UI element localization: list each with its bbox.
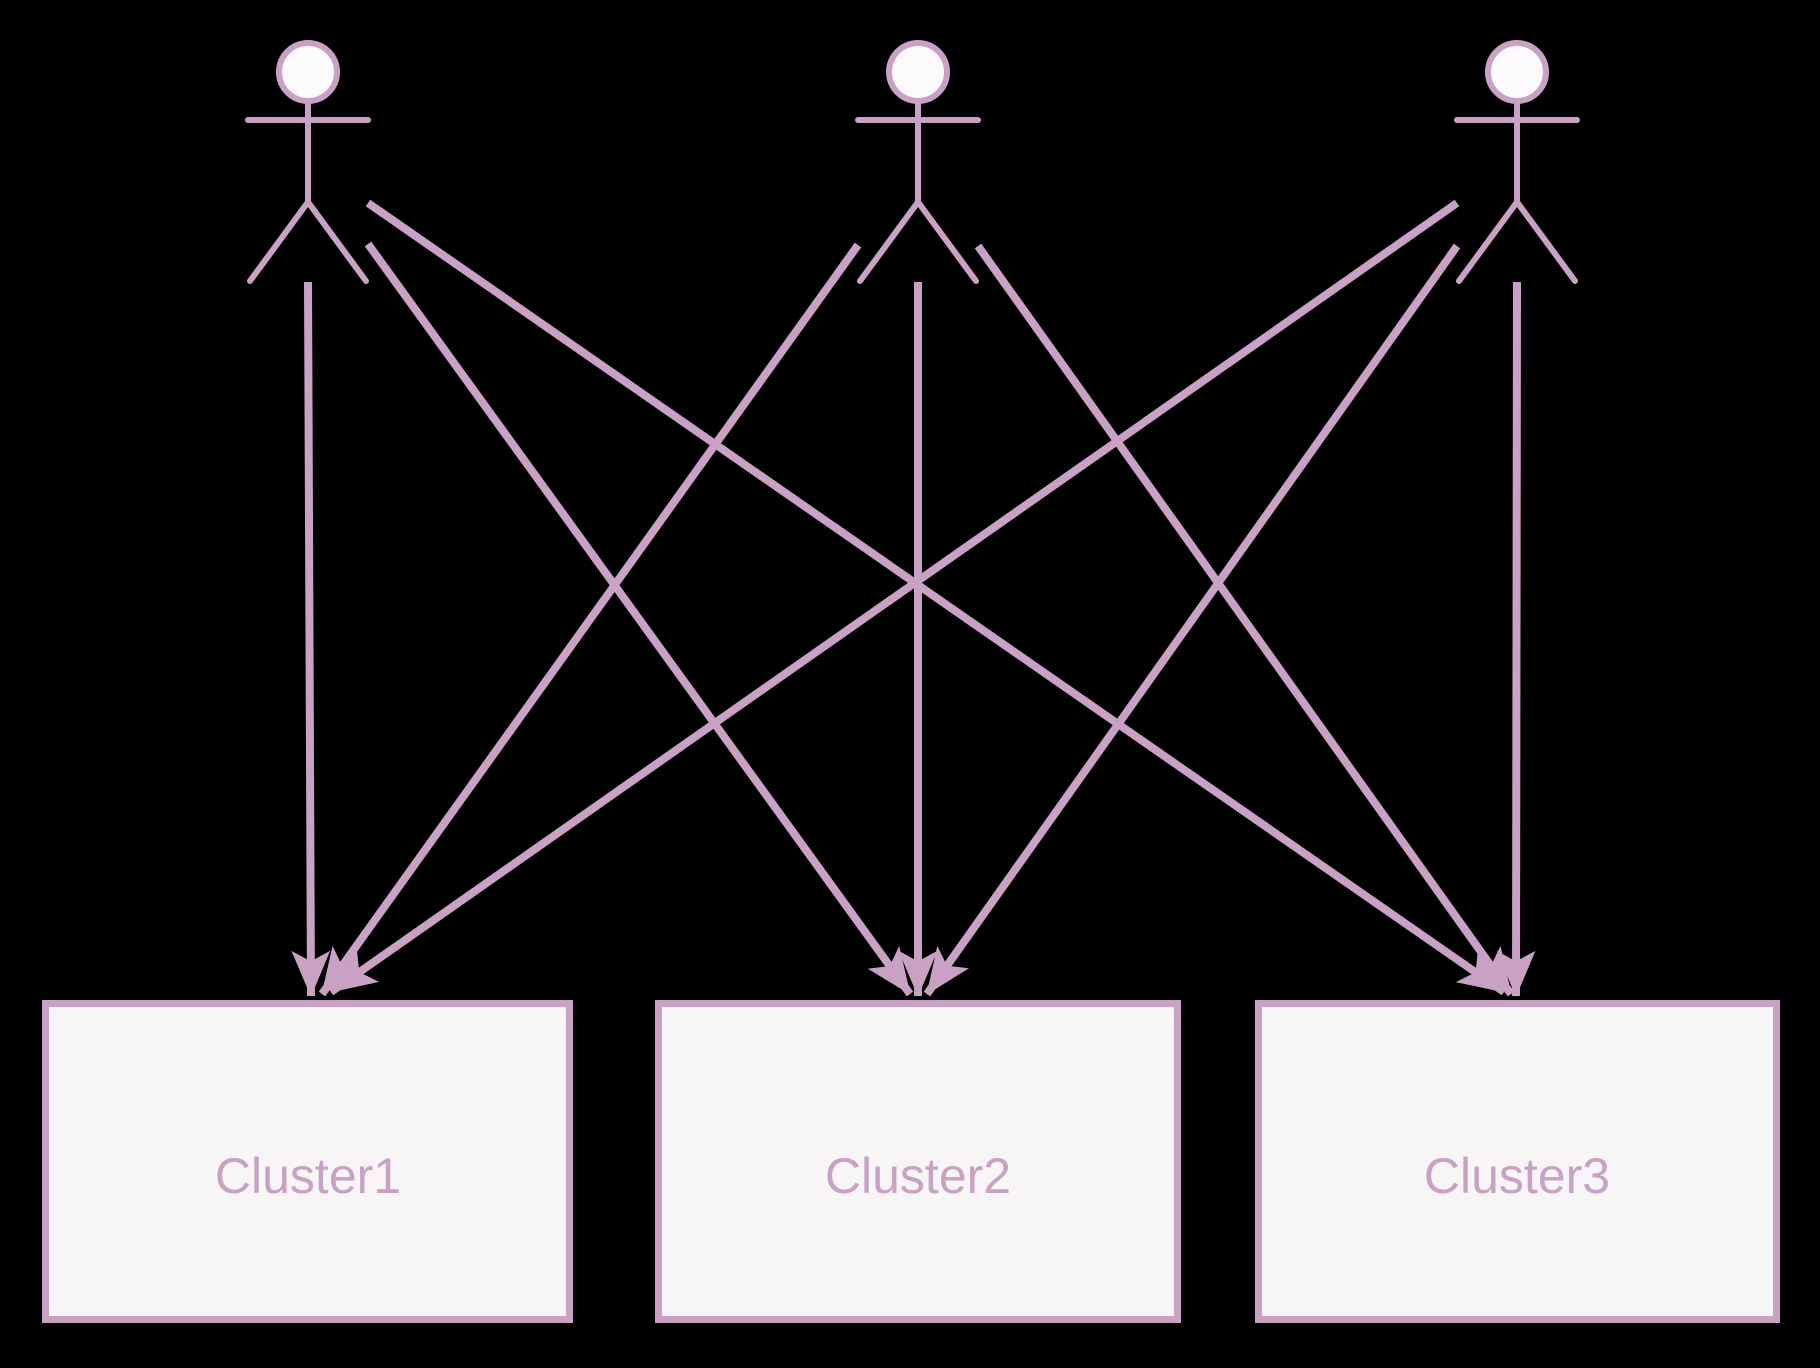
edge-actor2-cluster1 [318,242,862,997]
edge-actor1-cluster1 [291,281,331,997]
actor-3-right-leg [1514,199,1578,284]
edge-actor3-cluster1 [328,199,1460,996]
edge-actor2-cluster3 [974,243,1515,997]
cluster-3-box [1255,1000,1780,1323]
actor-2-right-leg [915,199,979,284]
edge-actor3-cluster2 [923,243,1461,997]
cluster-2-node: Cluster2 [655,1000,1181,1323]
cluster-2-box [655,1000,1181,1323]
cluster-3-label: Cluster3 [1424,1148,1610,1204]
edges-layer [291,199,1536,997]
edge-actor1-cluster3 [365,199,1507,996]
actor-1-head-icon [276,40,340,104]
actor-3-left-leg [1456,199,1520,284]
edge-actor1-cluster2 [364,241,914,997]
actor-1-right-leg [305,199,369,284]
actor-2-figure [855,40,981,284]
actor-3-head-icon [1485,40,1549,104]
cluster-2-label: Cluster2 [825,1148,1011,1204]
cluster-1-box [42,1000,573,1323]
cluster-1-label: Cluster1 [215,1148,401,1204]
actors-layer [245,40,1580,284]
cluster-3-node: Cluster3 [1255,1000,1780,1323]
actor-2-head-icon [886,40,950,104]
actor-1-left-leg [247,199,311,284]
clusters-layer: Cluster1 Cluster2 Cluster3 [42,1000,1780,1323]
actor-2-left-leg [857,199,921,284]
actor-1-figure [245,40,371,284]
cluster-1-node: Cluster1 [42,1000,573,1323]
edge-actor3-cluster3 [1496,281,1536,997]
actor-3-figure [1454,40,1580,284]
